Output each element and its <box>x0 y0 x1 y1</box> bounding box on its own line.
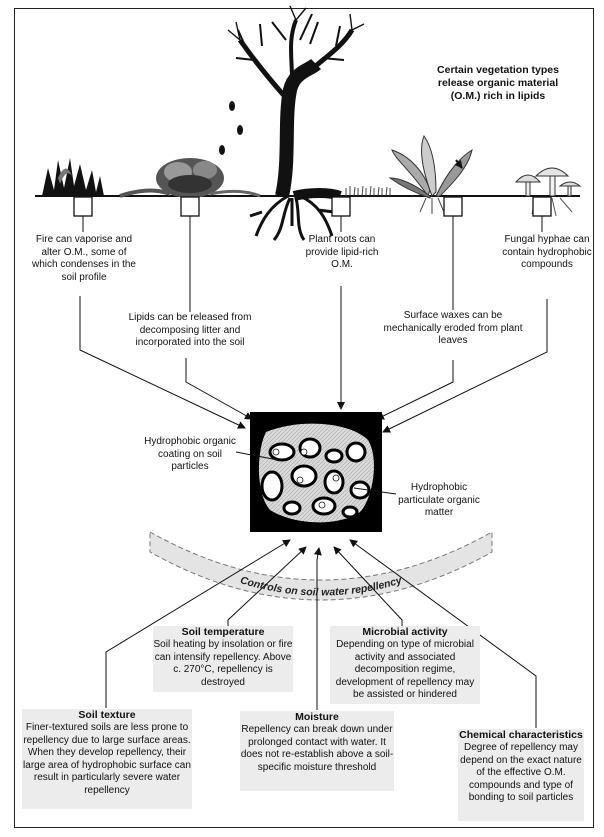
mushrooms-illustration <box>514 167 582 217</box>
coating-label: Hydrophobic organic coating on soil part… <box>144 436 236 472</box>
soil-sample-boxes <box>73 196 552 217</box>
soil-texture-title: Soil texture <box>78 709 136 721</box>
microbial-activity-box: Microbial activity Depending on type of … <box>330 626 480 704</box>
soil-temperature-box: Soil temperature Soil heating by insolat… <box>153 626 293 692</box>
controls-band <box>149 531 493 601</box>
soil-texture-text: Finer-textured soils are less prone to r… <box>23 722 191 796</box>
source-connector-lines <box>82 216 543 312</box>
fire-grass-illustration <box>42 158 104 196</box>
diagram-title: Certain vegetation types release organic… <box>437 64 559 102</box>
microbial-activity-text: Depending on type of microbial activity … <box>335 639 475 700</box>
litter-source-text: Lipids can be released from decomposing … <box>128 312 252 348</box>
chemical-characteristics-box: Chemical characteristics Degree of repel… <box>458 729 584 821</box>
chemical-characteristics-title: Chemical characteristics <box>459 729 583 741</box>
litter-shrub-illustration <box>119 158 261 198</box>
coating-pointer <box>235 451 279 461</box>
flow-arrows-to-soil <box>79 286 548 433</box>
moisture-text: Repellency can break down under prolonge… <box>240 724 394 773</box>
moisture-box: Moisture Repellency can break down under… <box>240 711 394 791</box>
grass-tuft-illustration <box>345 185 391 197</box>
falling-leaves-icon <box>219 101 243 155</box>
moisture-title: Moisture <box>295 711 339 723</box>
particulate-label: Hydrophobic particulate organic matter <box>398 482 480 518</box>
soil-particles-square <box>250 412 382 532</box>
waxes-source-text: Surface waxes can be mechanically eroded… <box>383 310 523 346</box>
fire-source-text: Fire can vaporise and alter O.M., some o… <box>32 234 136 283</box>
waxy-plant-illustration <box>388 134 473 214</box>
soil-temperature-title: Soil temperature <box>181 626 265 638</box>
fungi-source-text: Fungal hyphae can contain hydrophobic co… <box>502 234 592 270</box>
soil-texture-box: Soil texture Finer-textured soils are le… <box>22 709 192 809</box>
microbial-activity-title: Microbial activity <box>362 626 448 638</box>
particulate-pointer <box>353 487 397 495</box>
tree-illustration <box>227 5 365 241</box>
roots-source-text: Plant roots can provide lipid-rich O.M. <box>305 234 379 270</box>
chemical-characteristics-text: Degree of repellency may depend on the e… <box>460 742 582 803</box>
soil-temperature-text: Soil heating by insolation or fire can i… <box>153 639 293 688</box>
